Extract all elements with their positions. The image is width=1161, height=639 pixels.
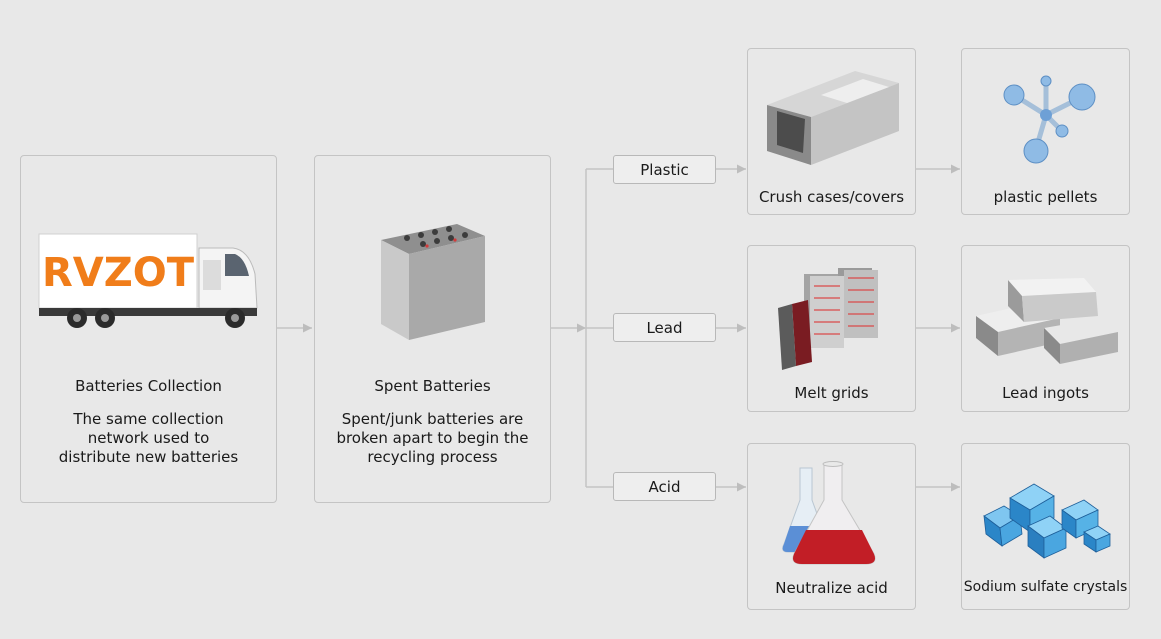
spent-title: Spent Batteries: [374, 377, 491, 395]
lead-ingots-icon: [976, 278, 1118, 364]
collection-desc-line-3: distribute new batteries: [58, 448, 239, 466]
flasks-icon: [782, 461, 876, 565]
process-box-lead: Melt grids: [747, 245, 916, 412]
spent-desc-line-2: broken apart to begin the: [336, 429, 529, 447]
spent-batteries-box: Spent Batteries Spent/junk batteries are…: [314, 155, 551, 503]
process-acid-label: Neutralize acid: [775, 579, 888, 597]
molecule-icon: [1003, 75, 1096, 164]
crystals-icon: [983, 483, 1111, 559]
branch-label-lead: Lead: [613, 313, 716, 342]
product-box-plastic: plastic pellets: [961, 48, 1130, 215]
battery-grids-icon: [778, 268, 878, 370]
truck-logo-text: RVZOT: [42, 250, 195, 296]
spent-desc-line-3: recycling process: [367, 448, 498, 466]
product-acid-label: Sodium sulfate crystals: [963, 579, 1128, 595]
crushed-case-icon: [767, 71, 899, 165]
product-box-lead: Lead ingots: [961, 245, 1130, 412]
spent-description: Spent/junk batteries are broken apart to…: [315, 410, 550, 467]
collection-description: The same collection network used to dist…: [21, 410, 276, 467]
spent-desc-line-1: Spent/junk batteries are: [341, 410, 524, 428]
collection-desc-line-1: The same collection: [73, 410, 224, 428]
product-box-acid: Sodium sulfate crystals: [961, 443, 1130, 610]
branch-label-acid: Acid: [613, 472, 716, 501]
truck-icon: RVZOT: [38, 233, 258, 328]
collection-desc-line-2: network used to: [87, 429, 210, 447]
product-plastic-label: plastic pellets: [993, 188, 1098, 206]
process-box-plastic: Crush cases/covers: [747, 48, 916, 215]
battery-icon: [381, 224, 485, 340]
collection-box: RVZOT Batteries Collection The same coll…: [20, 155, 277, 503]
collection-title: Batteries Collection: [75, 377, 222, 395]
product-lead-label: Lead ingots: [1002, 384, 1089, 402]
process-lead-label: Melt grids: [794, 384, 869, 402]
process-plastic-label: Crush cases/covers: [758, 188, 905, 206]
process-box-acid: Neutralize acid: [747, 443, 916, 610]
branch-label-plastic: Plastic: [613, 155, 716, 184]
